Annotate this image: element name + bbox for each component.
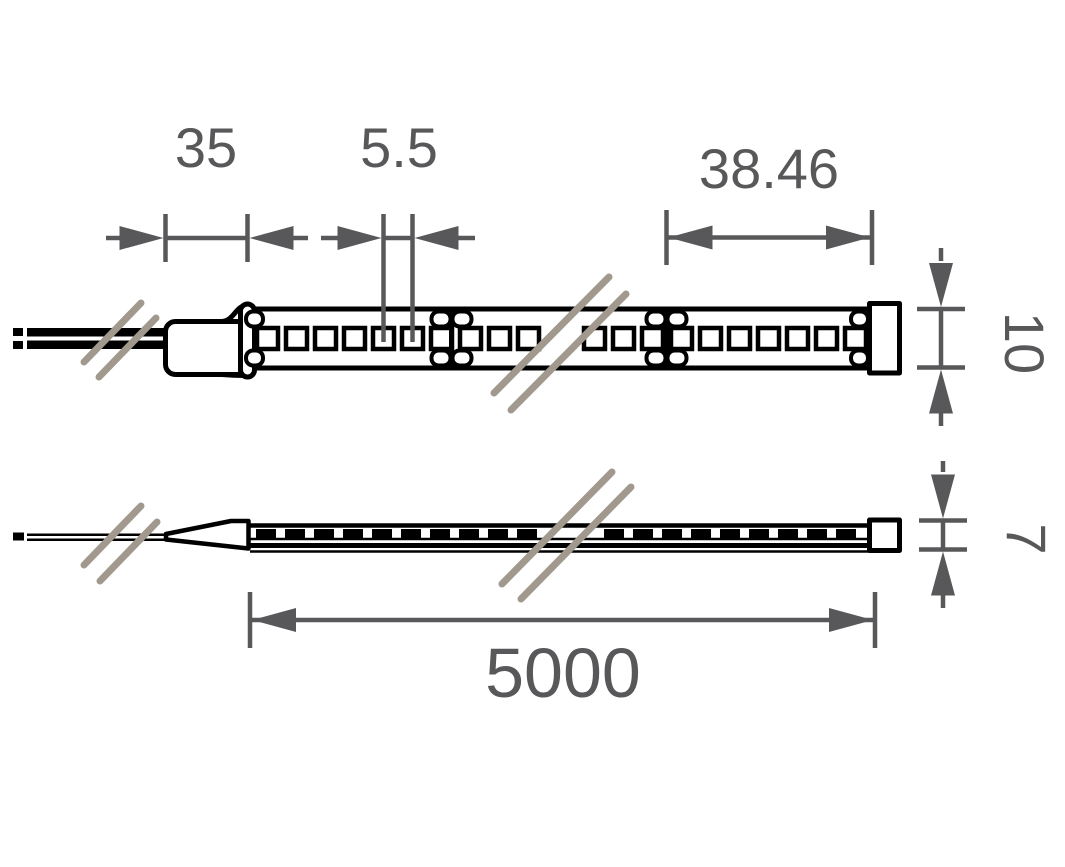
break-mark-strip-top [490, 273, 630, 414]
dimension-strip-width-value: 10 [993, 312, 1056, 374]
dimension-strip-length: 5000 [247, 592, 878, 712]
break-mark-wire-side [80, 502, 161, 585]
solder-pads-strip-start [244, 309, 265, 368]
dimension-strip-width: 10 [917, 248, 1056, 426]
dimension-cut-increment: 38.46 [664, 137, 875, 265]
led-chips-side [256, 529, 856, 539]
wire-side [13, 532, 168, 541]
led-chips-top [254, 325, 869, 352]
break-mark-wires-top [80, 299, 160, 381]
break-mark-strip-side [498, 468, 635, 603]
side-view [13, 468, 902, 603]
dimension-led-pitch-value: 5.5 [360, 116, 438, 179]
strip-end-cap-right-side [867, 517, 902, 553]
cut-point-marker-2 [644, 309, 689, 368]
connector-side [163, 518, 251, 551]
strip-top-body [248, 306, 872, 371]
connector-top [163, 301, 257, 380]
dimension-connector-length-value: 35 [175, 116, 237, 179]
dimension-strip-length-value: 5000 [485, 634, 641, 712]
top-view [13, 273, 902, 414]
dimension-strip-height-value: 7 [995, 523, 1058, 554]
strip-end-cap-right-top [867, 301, 902, 376]
dimension-led-pitch: 5.5 [321, 116, 475, 342]
dimension-cut-increment-value: 38.46 [699, 137, 839, 200]
dimension-connector-length: 35 [106, 116, 308, 262]
cut-point-marker-1 [429, 309, 474, 368]
dimension-strip-height: 7 [919, 461, 1058, 608]
